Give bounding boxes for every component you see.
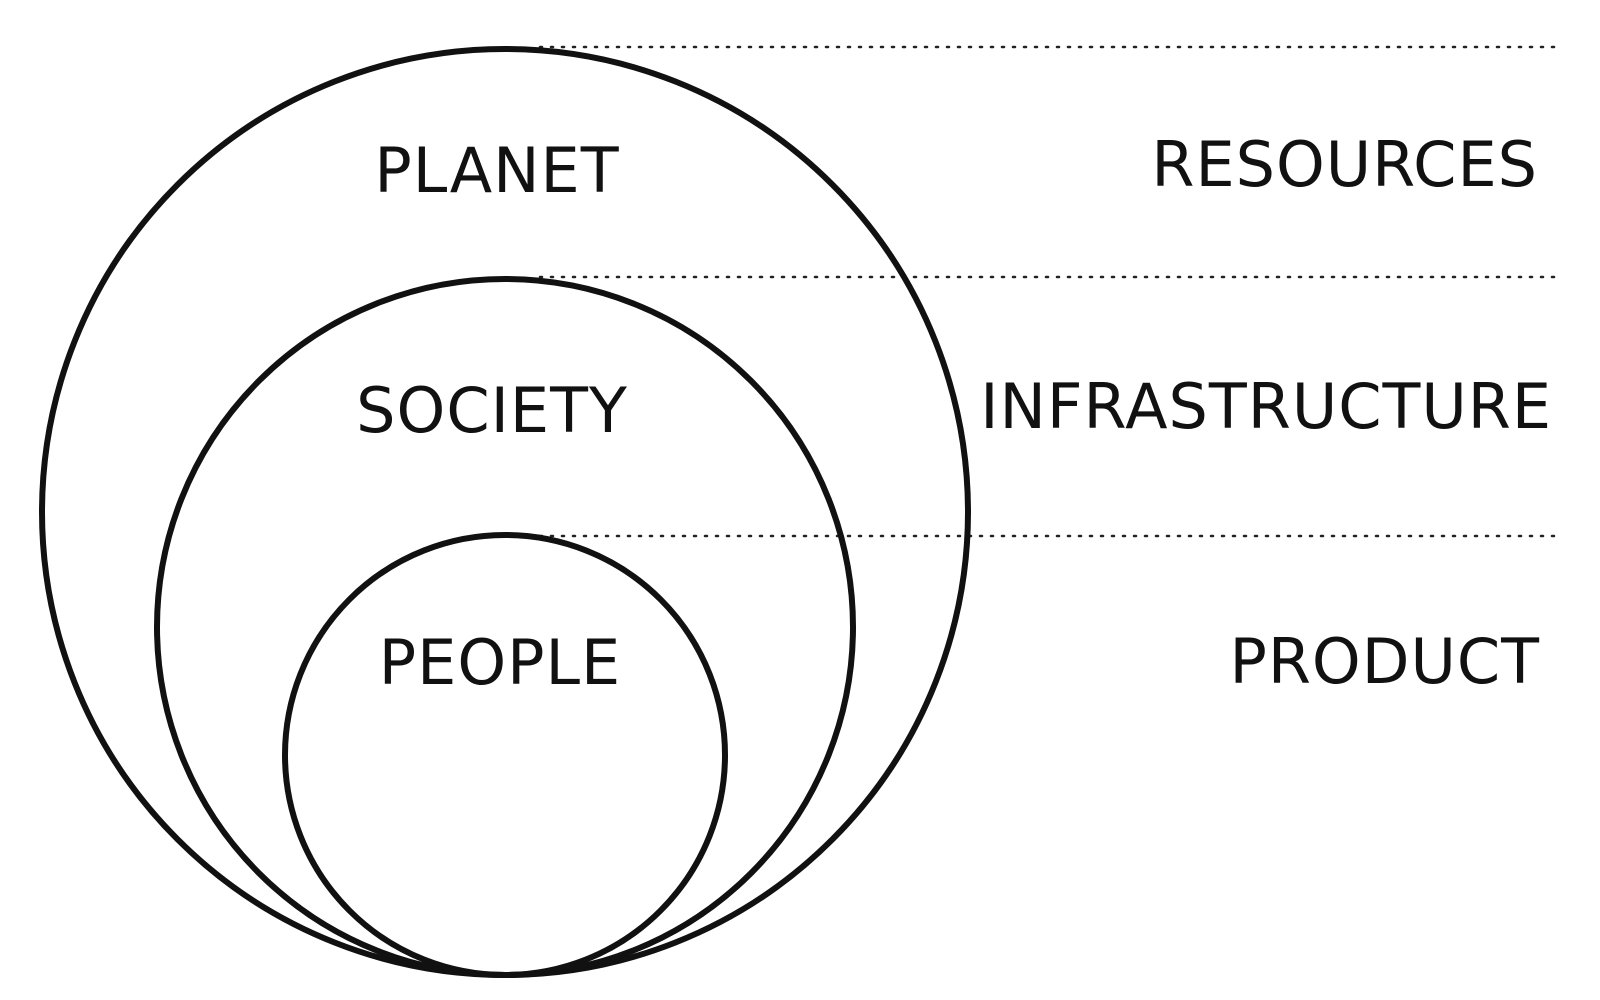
label-planet: PLANET [374,134,619,207]
label-society: SOCIETY [356,374,628,447]
label-people: PEOPLE [379,626,621,699]
label-infrastructure: INFRASTRUCTURE [980,370,1552,443]
label-resources: RESOURCES [1151,128,1538,201]
label-product: PRODUCT [1229,625,1540,698]
inner-circle-people [282,532,728,978]
